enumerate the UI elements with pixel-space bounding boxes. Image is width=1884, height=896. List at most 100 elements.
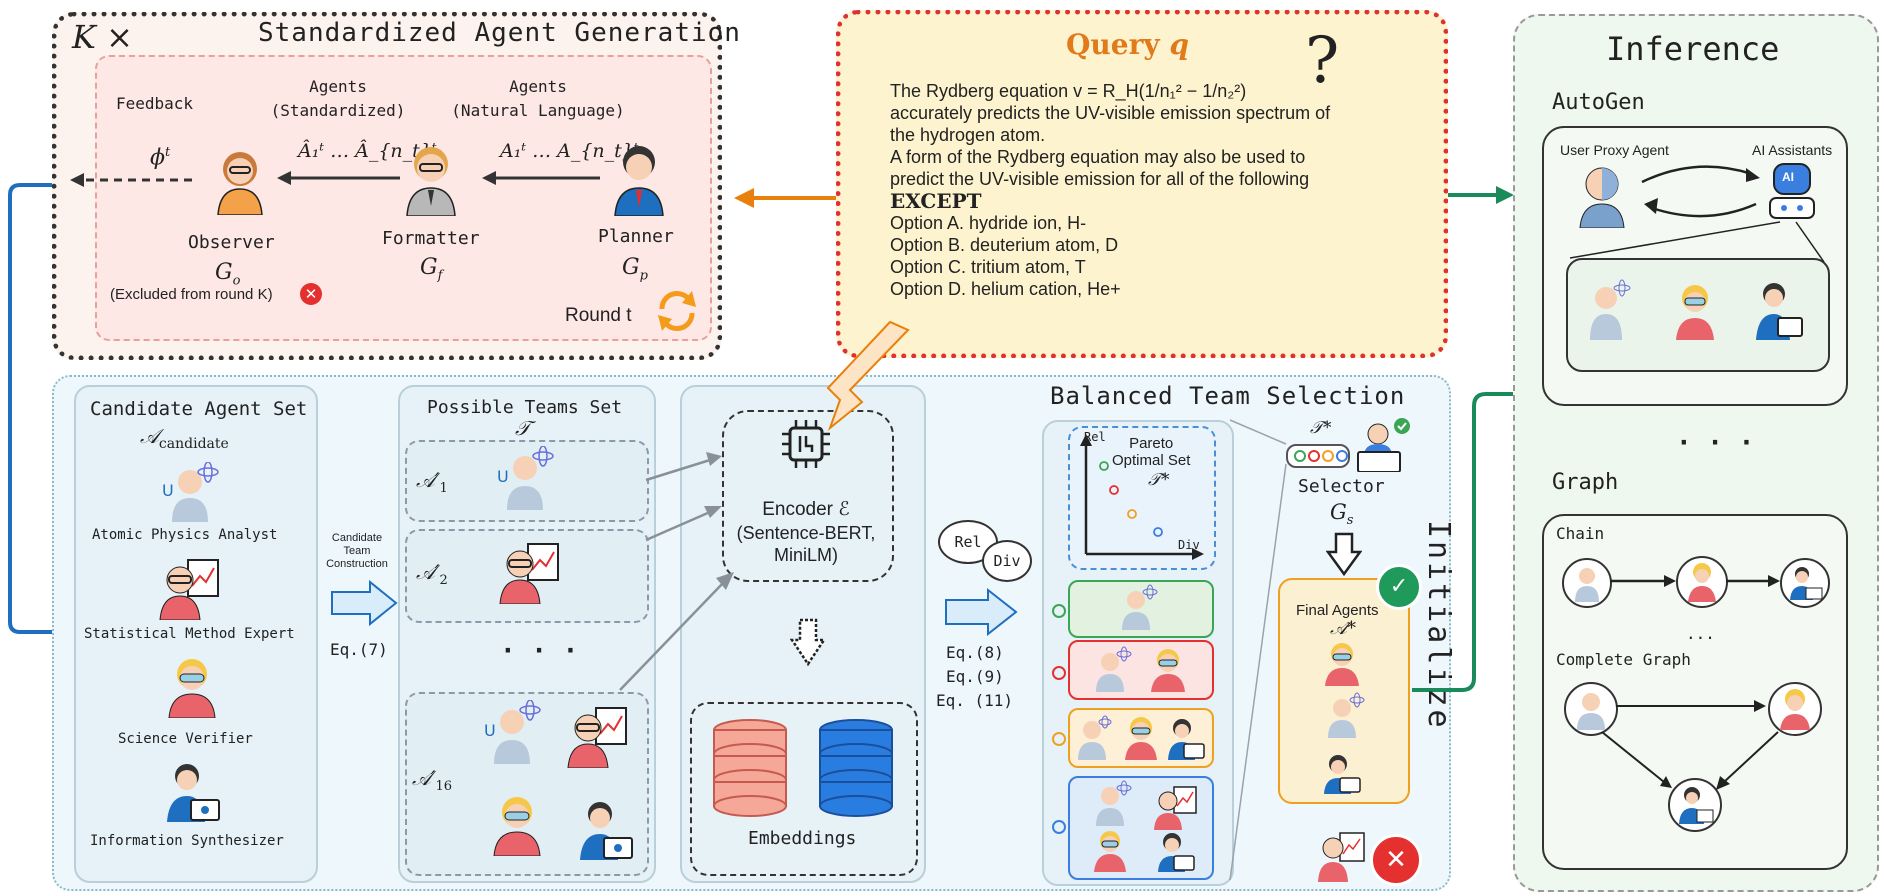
- selector-symbol: Gs: [1330, 500, 1354, 529]
- selector-label: Selector: [1298, 476, 1385, 497]
- query-except: EXCEPT: [890, 189, 982, 213]
- ai-assistant-avatar: [1766, 158, 1818, 220]
- pareto-team-2: [1068, 640, 1214, 700]
- phi-label: ϕt: [150, 145, 171, 171]
- round-label: Round t: [565, 305, 632, 326]
- graph-edges: [1601, 575, 1780, 790]
- observer-symbol: Go: [215, 260, 241, 289]
- team-16-verifier-avatar: [490, 794, 544, 857]
- team-16-statistical-avatar: [566, 704, 630, 769]
- pareto-team-4-statistical-avatar: [1152, 784, 1198, 830]
- team-bullet-blue: [1052, 820, 1066, 834]
- pareto-box: [1068, 426, 1216, 570]
- complete-graph-label: Complete Graph: [1556, 650, 1691, 669]
- query-option-a: Option A. hydride ion, H-: [890, 213, 1087, 233]
- encoder-box: [722, 410, 894, 582]
- final-symbol: 𝒜*: [1330, 618, 1357, 639]
- query-panel: [836, 10, 1448, 358]
- selection-title: Balanced Team Selection: [1050, 382, 1406, 410]
- database-icons: [713, 719, 893, 817]
- user-proxy-avatar: [1574, 162, 1630, 229]
- formatter-avatar: [402, 140, 460, 217]
- pareto-team-3-verifier-avatar: [1122, 714, 1160, 760]
- svg-text:U: U: [162, 481, 174, 500]
- pareto-team-3-atomic-avatar: [1072, 714, 1112, 760]
- team-bullet-green: [1052, 604, 1066, 618]
- teams-title: Possible Teams Set: [427, 397, 623, 418]
- question-mark-icon: ?: [1305, 24, 1340, 98]
- pareto-team-4-synthesizer-avatar: [1156, 830, 1196, 872]
- final-synthesizer-avatar: [1322, 752, 1362, 794]
- info-synthesizer-avatar: [165, 760, 221, 822]
- inference-title: Inference: [1606, 30, 1780, 68]
- selector-avatar: [1354, 416, 1412, 473]
- pareto-axis-y: Rel: [1084, 430, 1106, 444]
- pareto-axis-x: Div: [1178, 538, 1200, 552]
- embeddings-label: Embeddings: [748, 828, 857, 849]
- eq11-label: Eq. (11): [936, 691, 1014, 710]
- query-text: The Rydberg equation v = R_H(1/n₁² − 1/n…: [890, 80, 1410, 300]
- chain-label: Chain: [1556, 524, 1605, 543]
- teams-symbol: 𝒯: [515, 416, 531, 440]
- complete-node-2: [1768, 682, 1822, 736]
- planner-avatar: [610, 140, 668, 217]
- eq7-label: Eq.(7): [330, 640, 388, 659]
- team-bullet-red: [1052, 666, 1066, 680]
- statistical-expert-avatar: [158, 556, 222, 621]
- autogen-synthesizer-avatar: [1754, 280, 1804, 340]
- team-16-label: 𝒜′16: [412, 766, 453, 794]
- autogen-verifier-avatar: [1672, 282, 1718, 340]
- candidate-symbol: 𝒜candidate: [140, 424, 229, 452]
- planner-symbol: Gp: [622, 255, 648, 284]
- chain-node-1: [1562, 558, 1612, 608]
- final-label: Final Agents: [1296, 602, 1379, 619]
- final-verifier-avatar: [1320, 640, 1364, 686]
- agent-atomic-physics-label: Atomic Physics Analyst: [92, 527, 278, 543]
- pareto-plot: [1080, 434, 1204, 560]
- autogen-title: AutoGen: [1552, 90, 1645, 115]
- team-token: [1286, 444, 1350, 468]
- team-16-atomic-avatar: U: [482, 699, 542, 764]
- observer-avatar: [212, 145, 268, 216]
- formatter-symbol: Gf: [420, 255, 443, 284]
- ai-assistants-label: AI Assistants: [1752, 142, 1833, 158]
- agents-standardized-label: Agents (Standardized): [270, 77, 406, 120]
- excluded-note: (Excluded from round K): [110, 286, 273, 303]
- selector-down-arrow: [1326, 532, 1362, 576]
- encode-down-arrow: [790, 618, 826, 666]
- pareto-team-4-verifier-avatar: [1090, 828, 1130, 872]
- pareto-team-2-verifier-avatar: [1148, 646, 1188, 692]
- agents-natural-label: Agents (Natural Language): [451, 77, 625, 120]
- query-line-5: predict the UV-visible emission for all …: [890, 169, 1310, 189]
- team-1-label: 𝒜′1: [416, 468, 448, 496]
- svg-text:U: U: [484, 721, 496, 740]
- query-option-b: Option B. deuterium atom, D: [890, 235, 1119, 255]
- rejected-x-icon: ✕: [1370, 834, 1422, 886]
- query-line-1: The Rydberg equation v = R_H(1/n₁² − 1/n…: [890, 81, 1247, 101]
- inference-ellipsis: · · ·: [1676, 428, 1755, 458]
- team-bullet-orange: [1052, 732, 1066, 746]
- autogen-atomic-avatar: [1580, 278, 1632, 340]
- teams-ellipsis: · · ·: [500, 636, 579, 666]
- rejected-statistical-avatar: [1316, 830, 1366, 882]
- construction-label: Candidate Team Construction: [326, 532, 388, 570]
- final-atomic-avatar: [1320, 692, 1366, 738]
- planner-label: Planner: [598, 226, 674, 247]
- a-sequence: A₁ᵗ … A_{n_t}ᵗ: [500, 140, 639, 162]
- pareto-label: Pareto Optimal Set: [1112, 435, 1191, 469]
- t-star-label: 𝒯*: [1310, 418, 1332, 438]
- pareto-team-3-synthesizer-avatar: [1166, 716, 1206, 760]
- final-check-icon: ✓: [1376, 564, 1422, 610]
- excluded-x-icon: ✕: [300, 283, 322, 305]
- autogen-arrows: [1641, 165, 1760, 218]
- initialize-label: Initialize: [1421, 520, 1456, 731]
- pareto-symbol: 𝒯*: [1148, 470, 1170, 490]
- svg-text:U: U: [497, 467, 509, 486]
- query-line-4: A form of the Rydberg equation may also …: [890, 147, 1306, 167]
- agent-synthesizer-label: Information Synthesizer: [90, 833, 284, 849]
- chip-icon: [782, 420, 830, 468]
- chain-ellipsis: ...: [1686, 624, 1715, 643]
- user-proxy-label: User Proxy Agent: [1560, 142, 1669, 158]
- query-option-c: Option C. tritium atom, T: [890, 257, 1086, 277]
